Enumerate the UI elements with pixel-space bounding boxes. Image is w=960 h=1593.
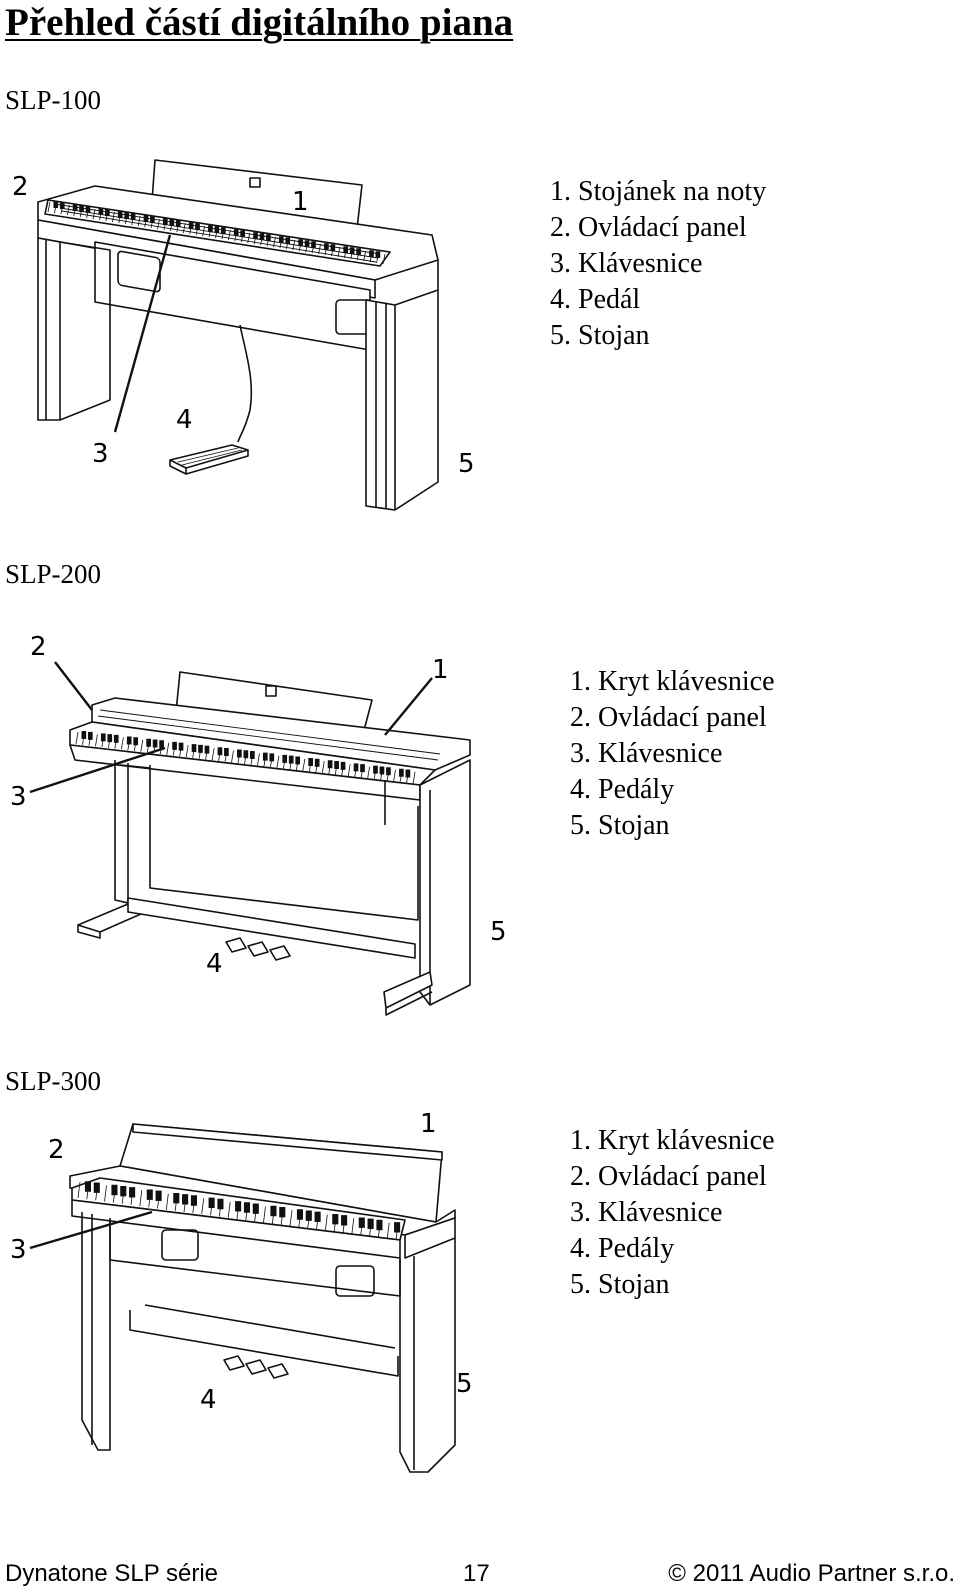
callout-5: 5 — [490, 917, 507, 947]
slp-100-illustration: 2 1 3 4 5 — [0, 150, 500, 520]
list-item: 2. Ovládací panel — [570, 1161, 767, 1192]
callout-3: 3 — [92, 439, 109, 469]
callout-5: 5 — [458, 449, 475, 479]
callout-1: 1 — [420, 1109, 437, 1139]
list-item: 2. Ovládací panel — [570, 702, 767, 733]
callout-5: 5 — [456, 1369, 473, 1399]
model-heading-slp-200: SLP-200 — [5, 559, 102, 589]
list-item: 4. Pedály — [570, 1233, 675, 1264]
list-item: 5. Stojan — [570, 810, 670, 841]
callout-4: 4 — [176, 405, 193, 435]
model-heading-slp-300: SLP-300 — [5, 1066, 102, 1096]
page-footer: Dynatone SLP série 17 © 2011 Audio Partn… — [5, 1557, 955, 1591]
callout-4: 4 — [206, 949, 223, 979]
slp-100-parts-list: 1. Stojánek na noty 2. Ovládací panel 3.… — [550, 174, 766, 354]
footer-product-name: Dynatone SLP série — [5, 1560, 219, 1587]
slp-200-illustration: 2 1 3 4 5 — [0, 620, 530, 1020]
callout-4: 4 — [200, 1385, 217, 1415]
page-title: Přehled částí digitálního piana — [5, 1, 514, 44]
footer-copyright: © 2011 Audio Partner s.r.o. — [668, 1560, 955, 1587]
list-item: 3. Klávesnice — [570, 738, 723, 769]
list-item: 3. Klávesnice — [570, 1197, 723, 1228]
list-item: 1. Stojánek na noty — [550, 176, 767, 207]
list-item: 5. Stojan — [550, 320, 650, 351]
list-item: 3. Klávesnice — [550, 248, 703, 279]
list-item: 2. Ovládací panel — [550, 212, 747, 243]
slp-200-parts-list: 1. Kryt klávesnice 2. Ovládací panel 3. … — [570, 664, 775, 844]
callout-3: 3 — [10, 1235, 27, 1265]
callout-1: 1 — [432, 655, 449, 685]
page-number: 17 — [463, 1560, 490, 1587]
list-item: 1. Kryt klávesnice — [570, 666, 775, 697]
list-item: 1. Kryt klávesnice — [570, 1125, 775, 1156]
list-item: 4. Pedál — [550, 284, 641, 315]
callout-3: 3 — [10, 782, 27, 812]
model-heading-slp-100: SLP-100 — [5, 85, 102, 115]
callout-2: 2 — [48, 1135, 65, 1165]
slp-300-illustration: 2 1 3 4 5 — [0, 1100, 510, 1480]
callout-2: 2 — [12, 172, 29, 202]
list-item: 4. Pedály — [570, 774, 675, 805]
list-item: 5. Stojan — [570, 1269, 670, 1300]
callout-1: 1 — [292, 187, 309, 217]
slp-300-parts-list: 1. Kryt klávesnice 2. Ovládací panel 3. … — [570, 1123, 775, 1303]
callout-2: 2 — [30, 632, 47, 662]
